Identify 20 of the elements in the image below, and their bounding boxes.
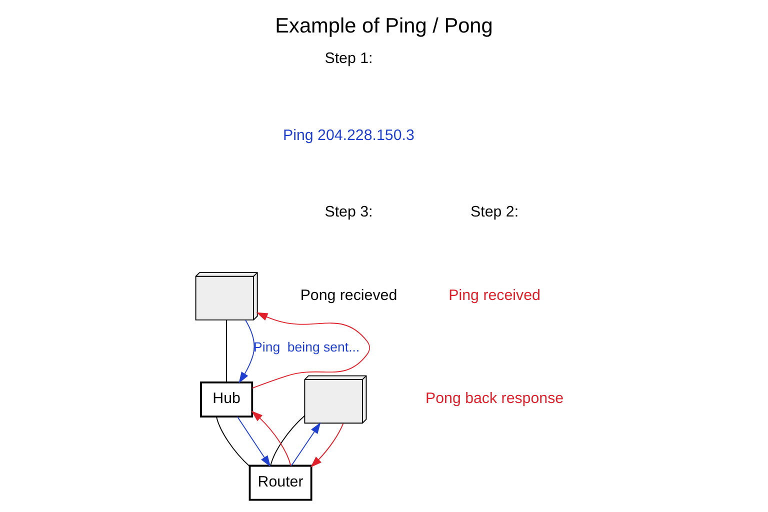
arrow	[251, 410, 292, 466]
connector	[216, 416, 250, 467]
label: Step 1:	[324, 50, 373, 68]
label: Pong recieved	[300, 286, 398, 304]
label: Step 2:	[470, 204, 519, 221]
label: Step 3:	[324, 204, 373, 221]
connector	[226, 319, 228, 383]
label: Pong back response	[426, 390, 564, 408]
label: Ping 204.228.150.3	[283, 126, 414, 144]
arrow	[290, 422, 321, 466]
arrow	[237, 416, 271, 467]
diagram-title: Example of Ping / Pong	[275, 14, 493, 38]
connector	[270, 415, 306, 466]
edge-label: Ping being sent...	[254, 339, 360, 354]
arrow	[310, 423, 344, 468]
node-box: Hub	[200, 381, 254, 418]
node-box: Router	[248, 464, 312, 501]
arrow	[252, 312, 370, 389]
label: Ping received	[448, 286, 540, 304]
arrow	[238, 320, 255, 384]
